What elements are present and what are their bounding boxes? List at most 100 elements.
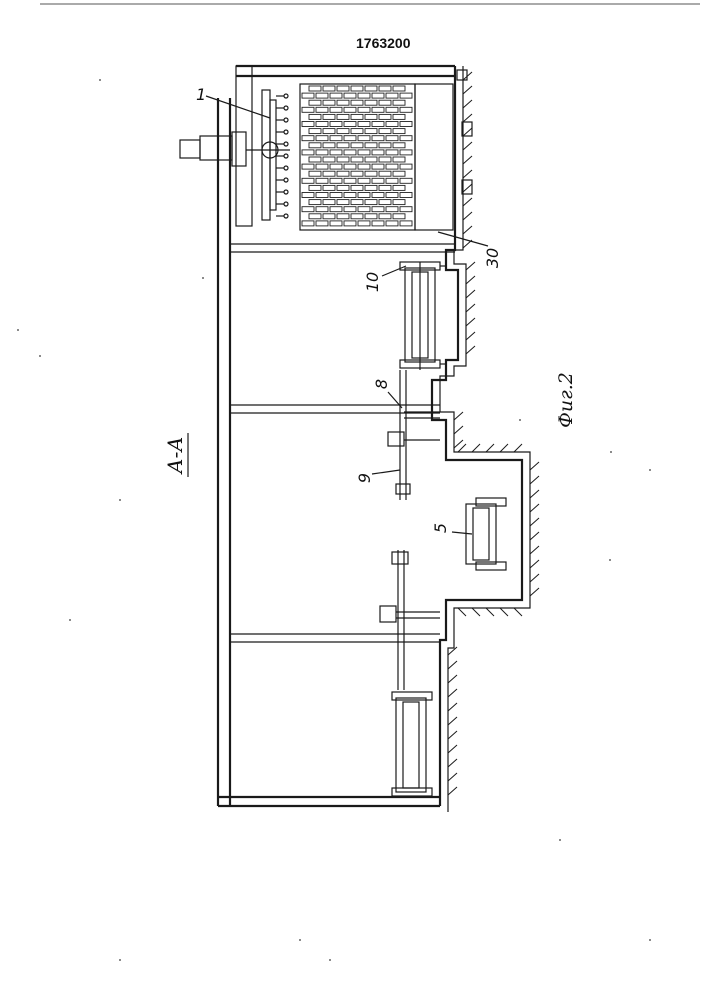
- brick-cell: [400, 221, 412, 226]
- ground-hatch: [463, 226, 472, 234]
- brick-cell: [337, 200, 349, 205]
- ground-hatch: [454, 426, 463, 434]
- brick-cell: [302, 207, 314, 212]
- rack-pin-head: [284, 106, 288, 110]
- brick-cell: [316, 122, 328, 127]
- brick-cell: [323, 114, 335, 119]
- brick-cell: [316, 164, 328, 169]
- scan-speck: [17, 329, 19, 331]
- brick-cell: [344, 150, 356, 155]
- brick-cell: [351, 171, 363, 176]
- brick-cell: [323, 185, 335, 190]
- brick-cell: [379, 171, 391, 176]
- brick-cell: [393, 200, 405, 205]
- brick-cell: [351, 86, 363, 91]
- brick-cell: [316, 93, 328, 98]
- brick-cell: [309, 100, 321, 105]
- ground-hatch: [486, 444, 494, 452]
- brick-cell: [386, 136, 398, 141]
- brick-cell: [316, 178, 328, 183]
- brick-cell: [379, 185, 391, 190]
- ground-hatch: [472, 608, 480, 616]
- brick-cell: [386, 122, 398, 127]
- brick-cell: [316, 136, 328, 141]
- brick-cell: [302, 107, 314, 112]
- ground-hatch: [530, 518, 539, 526]
- ground-profile: [432, 66, 539, 812]
- brick-cell: [393, 185, 405, 190]
- brick-cell: [309, 200, 321, 205]
- brick-cell: [323, 143, 335, 148]
- scan-speck: [609, 559, 611, 561]
- callout-label-10: 10: [363, 272, 382, 292]
- ground-hatch: [463, 86, 472, 94]
- brick-cell: [386, 107, 398, 112]
- ground-hatch: [530, 490, 539, 498]
- callout-label-9: 9: [355, 473, 374, 483]
- brick-cell: [365, 100, 377, 105]
- brick-cell: [372, 107, 384, 112]
- brick-cell: [400, 150, 412, 155]
- scan-speck: [69, 619, 71, 621]
- rack-pin-head: [284, 190, 288, 194]
- brick-cell: [344, 93, 356, 98]
- brick-cell: [323, 129, 335, 134]
- ground-hatch: [463, 142, 472, 150]
- rack-pin-head: [284, 178, 288, 182]
- rack-pin-head: [284, 130, 288, 134]
- brick-cell: [400, 122, 412, 127]
- brick-cell: [393, 100, 405, 105]
- scan-speck: [649, 469, 651, 471]
- brick-cell: [351, 185, 363, 190]
- brick-cell: [302, 178, 314, 183]
- brick-cell: [316, 193, 328, 198]
- scan-speck: [39, 355, 41, 357]
- rack-pin-head: [284, 202, 288, 206]
- brick-cell: [344, 122, 356, 127]
- brick-cell: [365, 214, 377, 219]
- brick-cell: [316, 107, 328, 112]
- brick-cell: [358, 221, 370, 226]
- ground-hatch: [448, 731, 457, 739]
- brick-cell: [365, 143, 377, 148]
- brick-cell: [386, 207, 398, 212]
- brick-cell: [344, 136, 356, 141]
- figure-caption: Фиг.2: [555, 372, 577, 428]
- brick-cell: [365, 114, 377, 119]
- ground-hatch: [530, 532, 539, 540]
- brick-cell: [344, 107, 356, 112]
- transfer-mechanism-lower: [380, 550, 440, 690]
- brick-cell: [358, 107, 370, 112]
- brick-cell: [302, 164, 314, 169]
- ground-hatch: [463, 170, 472, 178]
- brick-cell: [372, 207, 384, 212]
- ground-hatch: [454, 440, 463, 448]
- brick-cell: [358, 178, 370, 183]
- brick-cell: [309, 143, 321, 148]
- brick-cell: [393, 86, 405, 91]
- brick-cell: [323, 86, 335, 91]
- brick-cell: [309, 185, 321, 190]
- brick-cell: [372, 122, 384, 127]
- brick-cell: [337, 171, 349, 176]
- ground-hatch: [486, 608, 494, 616]
- document-number: 1763200: [356, 35, 411, 51]
- ground-hatch: [448, 717, 457, 725]
- ground-hatch: [448, 703, 457, 711]
- ground-hatch: [500, 608, 508, 616]
- brick-cell: [309, 114, 321, 119]
- brick-cell: [386, 93, 398, 98]
- ground-hatch: [530, 504, 539, 512]
- brick-cell: [358, 164, 370, 169]
- rack-pin-head: [284, 166, 288, 170]
- callout-8: 8: [372, 379, 402, 408]
- callout-1: 1: [196, 85, 270, 118]
- ground-hatch: [466, 346, 475, 354]
- brick-cell: [316, 150, 328, 155]
- ground-hatch: [472, 444, 480, 452]
- brick-cell: [372, 93, 384, 98]
- brick-cell: [400, 93, 412, 98]
- brick-cell: [351, 200, 363, 205]
- ground-hatch: [448, 675, 457, 683]
- brick-cell: [386, 164, 398, 169]
